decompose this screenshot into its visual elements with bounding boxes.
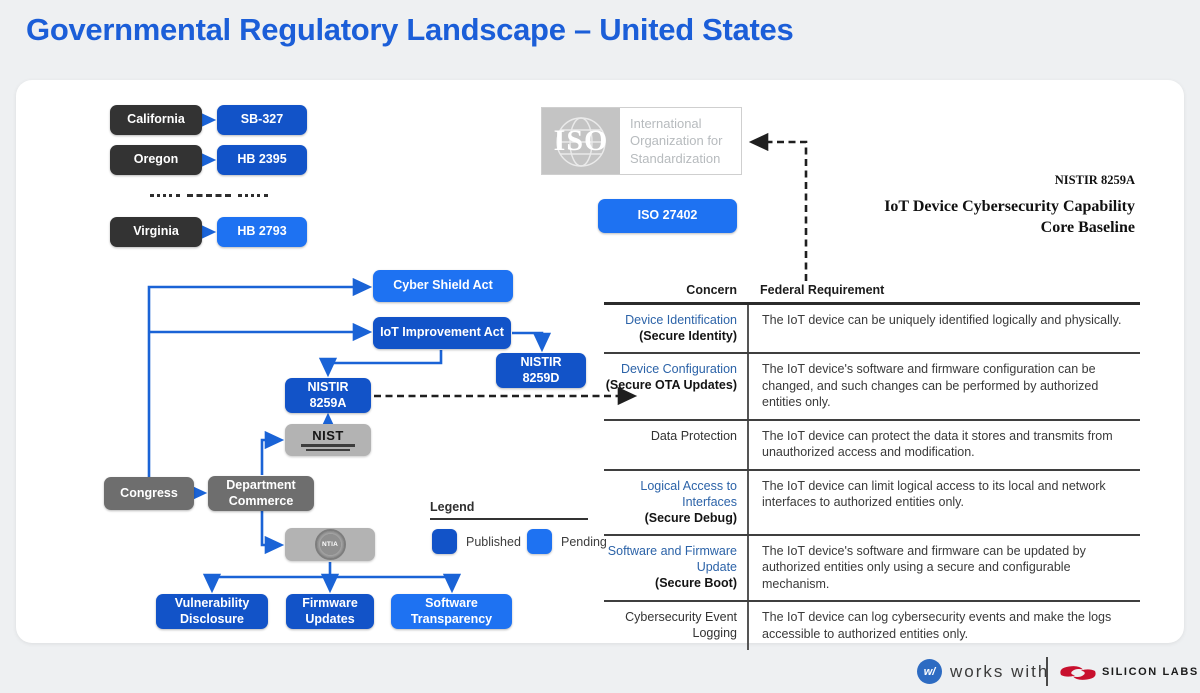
bill-label: SB-327 bbox=[240, 112, 284, 127]
iso-org-name: International Organization for Standardi… bbox=[620, 108, 741, 174]
state-box-oregon: Oregon bbox=[110, 145, 202, 175]
legend-pending-label: Pending bbox=[561, 535, 607, 549]
legend-published-swatch bbox=[432, 529, 457, 554]
iso-logo-mark: ISO bbox=[542, 108, 620, 174]
table-row: Software and Firmware Update(Secure Boot… bbox=[604, 535, 1140, 602]
requirement-text: The IoT device's software and firmware c… bbox=[747, 354, 1140, 419]
concern-sub: (Secure Debug) bbox=[644, 510, 737, 525]
iso-org-text: International Organization for Standardi… bbox=[630, 116, 723, 166]
table-row: Data Protection The IoT device can prote… bbox=[604, 420, 1140, 471]
nistir-d-line2: 8259D bbox=[522, 370, 560, 385]
state-label: California bbox=[127, 112, 185, 127]
footer-divider bbox=[1046, 657, 1048, 686]
concern-main: Device Identification bbox=[625, 313, 737, 327]
concern-sub: (Secure Boot) bbox=[655, 575, 737, 590]
nist-logo-box: NIST bbox=[285, 424, 371, 456]
legend-published-label: Published bbox=[466, 535, 521, 549]
legend-underline bbox=[430, 518, 588, 520]
states-separator bbox=[150, 190, 268, 197]
state-box-virginia: Virginia bbox=[110, 217, 202, 247]
nistir-a-line1: NISTIR bbox=[307, 380, 349, 395]
bill-label: HB 2793 bbox=[237, 224, 287, 239]
legend-title: Legend bbox=[430, 500, 475, 514]
silicon-labs-logo-icon bbox=[1060, 666, 1096, 680]
iso-logo: ISO International Organization for Stand… bbox=[541, 107, 742, 175]
nistir-doc-id: NISTIR 8259A bbox=[1054, 173, 1135, 187]
table-header-row: Concern Federal Requirement bbox=[604, 283, 1140, 305]
sw-line2: Transparency bbox=[410, 611, 493, 626]
table-row: Cybersecurity Event Logging The IoT devi… bbox=[604, 602, 1140, 650]
iso-27402-box: ISO 27402 bbox=[598, 199, 737, 233]
iso-wordmark: ISO bbox=[553, 124, 609, 157]
nist-wordmark: NIST bbox=[312, 428, 344, 443]
ntia-logo-box: NTIA bbox=[285, 528, 375, 561]
table-row: Logical Access to Interfaces(Secure Debu… bbox=[604, 470, 1140, 536]
requirement-text: The IoT device can be uniquely identifie… bbox=[747, 305, 1140, 352]
iot-improvement-act-box: IoT Improvement Act bbox=[373, 317, 511, 349]
core-baseline-table: Concern Federal Requirement Device Ident… bbox=[604, 283, 1140, 650]
sw-line1: Software bbox=[425, 596, 478, 611]
table-row: Device Identification (Secure Identity) T… bbox=[604, 305, 1140, 354]
state-box-california: California bbox=[110, 105, 202, 135]
concern-sub: (Secure Identity) bbox=[639, 329, 737, 343]
iso-globe-icon bbox=[556, 117, 606, 167]
nistir-a-line2: 8259A bbox=[309, 395, 347, 410]
works-with-badge-icon: w/ bbox=[917, 659, 942, 684]
bill-box-hb2395: HB 2395 bbox=[217, 145, 307, 175]
cyber-shield-act-box: Cyber Shield Act bbox=[373, 270, 513, 302]
software-transparency-box: Software Transparency bbox=[391, 594, 512, 629]
nistir-d-line1: NISTIR bbox=[520, 355, 562, 370]
iso-standard-label: ISO 27402 bbox=[637, 208, 698, 223]
department-commerce-box: Department Commerce bbox=[208, 476, 314, 511]
concern-main: Logical Access to Interfaces bbox=[640, 478, 737, 509]
nistir-8259a-box: NISTIR 8259A bbox=[285, 378, 371, 413]
ntia-seal-icon: NTIA bbox=[314, 529, 346, 560]
bill-label: HB 2395 bbox=[237, 152, 287, 167]
concern-main: Cybersecurity Event Logging bbox=[625, 610, 737, 640]
doc-title-line1: IoT Device Cybersecurity Capability bbox=[884, 198, 1135, 215]
concern-main: Data Protection bbox=[650, 428, 737, 443]
legend-pending-swatch bbox=[527, 529, 552, 554]
requirement-text: The IoT device can limit logical access … bbox=[747, 470, 1140, 534]
nist-logo-bar bbox=[306, 448, 350, 451]
cyber-shield-label: Cyber Shield Act bbox=[393, 278, 493, 293]
congress-box: Congress bbox=[104, 477, 194, 510]
ntia-wordmark: NTIA bbox=[322, 540, 338, 548]
vulnerability-disclosure-box: Vulnerability Disclosure bbox=[156, 594, 268, 629]
nist-logo-bar bbox=[301, 444, 355, 447]
nistir-doc-title: IoT Device Cybersecurity Capability Core… bbox=[810, 197, 1135, 239]
silicon-labs-wordmark: SILICON LABS bbox=[1102, 666, 1199, 678]
requirement-text: The IoT device's software and firmware c… bbox=[747, 535, 1140, 600]
state-label: Oregon bbox=[133, 152, 179, 167]
page-title: Governmental Regulatory Landscape – Unit… bbox=[26, 12, 794, 47]
fw-line2: Updates bbox=[305, 611, 355, 626]
requirement-text: The IoT device can protect the data it s… bbox=[747, 420, 1140, 469]
requirement-text: The IoT device can log cybersecurity eve… bbox=[747, 602, 1140, 650]
fw-line1: Firmware bbox=[302, 596, 358, 611]
concern-sub: (Secure OTA Updates) bbox=[605, 378, 737, 392]
nistir-8259d-box: NISTIR 8259D bbox=[496, 353, 586, 388]
state-label: Virginia bbox=[133, 224, 179, 239]
dept-line1: Department bbox=[226, 478, 296, 493]
works-with-wordmark: works with bbox=[950, 662, 1050, 681]
congress-label: Congress bbox=[120, 485, 178, 500]
concern-header: Concern bbox=[686, 283, 737, 297]
requirement-header: Federal Requirement bbox=[760, 283, 885, 297]
doc-title-line2: Core Baseline bbox=[1040, 218, 1135, 236]
bill-box-sb327: SB-327 bbox=[217, 105, 307, 135]
concern-main: Software and Firmware Update bbox=[607, 543, 737, 574]
firmware-updates-box: Firmware Updates bbox=[286, 594, 374, 629]
bill-box-hb2793: HB 2793 bbox=[217, 217, 307, 247]
nistir-document-heading: NISTIR 8259A IoT Device Cybersecurity Ca… bbox=[810, 173, 1135, 239]
vuln-line2: Disclosure bbox=[180, 611, 244, 626]
dept-line2: Commerce bbox=[228, 493, 294, 508]
vuln-line1: Vulnerability bbox=[174, 596, 250, 611]
table-row: Device Configuration (Secure OTA Updates)… bbox=[604, 354, 1140, 421]
concern-main: Device Configuration bbox=[620, 362, 737, 376]
iot-act-label: IoT Improvement Act bbox=[380, 325, 504, 340]
